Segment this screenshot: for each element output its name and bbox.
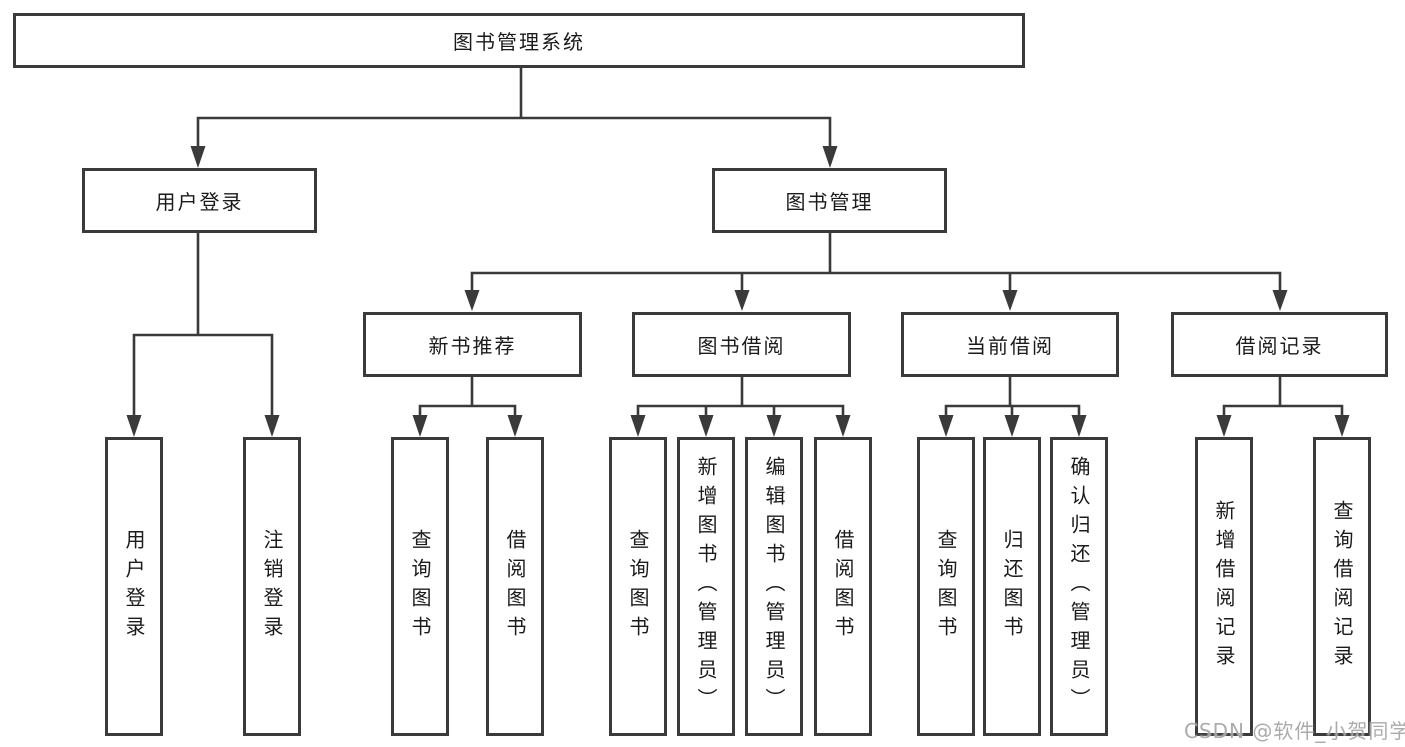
node-label: 新书推荐: [428, 334, 517, 358]
leaf-borrow-books: 借阅图书: [814, 437, 872, 736]
node-label: 借阅图书: [503, 528, 527, 645]
leaf-edit-books-admin: 编辑图书（管理员）: [745, 437, 803, 736]
node-label: 图书管理系统: [453, 30, 585, 54]
node-label: 新增借阅记录: [1212, 499, 1236, 674]
node-book-borrow: 图书借阅: [632, 312, 851, 377]
node-label: 确认归还（管理员）: [1067, 456, 1091, 717]
node-current-borrow: 当前借阅: [901, 312, 1119, 377]
node-label: 查询图书: [408, 528, 432, 645]
node-label: 当前借阅: [966, 334, 1054, 358]
node-label: 借阅图书: [831, 528, 855, 645]
leaf-query-borrow-record: 查询借阅记录: [1313, 437, 1371, 736]
node-new-book-recommend: 新书推荐: [363, 312, 582, 377]
node-label: 归还图书: [1000, 528, 1024, 645]
leaf-borrow-books-recommend: 借阅图书: [486, 437, 544, 736]
leaf-return-books: 归还图书: [983, 437, 1041, 736]
leaf-user-login: 用户登录: [105, 437, 163, 736]
node-label: 图书借阅: [697, 334, 786, 358]
node-book-management-module: 图书管理: [712, 168, 947, 233]
node-label: 查询图书: [934, 528, 958, 645]
node-borrow-records: 借阅记录: [1171, 312, 1388, 377]
leaf-query-books-current: 查询图书: [917, 437, 975, 736]
node-label: 用户登录: [155, 190, 244, 214]
node-label: 查询借阅记录: [1330, 499, 1354, 674]
node-user-login-module: 用户登录: [82, 168, 317, 233]
node-label: 借阅记录: [1235, 334, 1324, 358]
leaf-add-books-admin: 新增图书（管理员）: [677, 437, 735, 736]
leaf-confirm-return-admin: 确认归还（管理员）: [1050, 437, 1108, 736]
leaf-query-books-borrow: 查询图书: [609, 437, 667, 736]
csdn-watermark: CSDN @软件_小贺同学: [1184, 719, 1405, 743]
leaf-add-borrow-record: 新增借阅记录: [1195, 437, 1253, 736]
node-label: 编辑图书（管理员）: [762, 456, 786, 717]
node-label: 新增图书（管理员）: [694, 456, 718, 717]
node-label: 注销登录: [260, 528, 284, 645]
node-label: 查询图书: [626, 528, 650, 645]
node-root-system: 图书管理系统: [13, 13, 1025, 68]
leaf-query-books-recommend: 查询图书: [391, 437, 449, 736]
node-label: 图书管理: [785, 190, 874, 214]
node-label: 用户登录: [122, 528, 146, 645]
leaf-logout: 注销登录: [243, 437, 301, 736]
